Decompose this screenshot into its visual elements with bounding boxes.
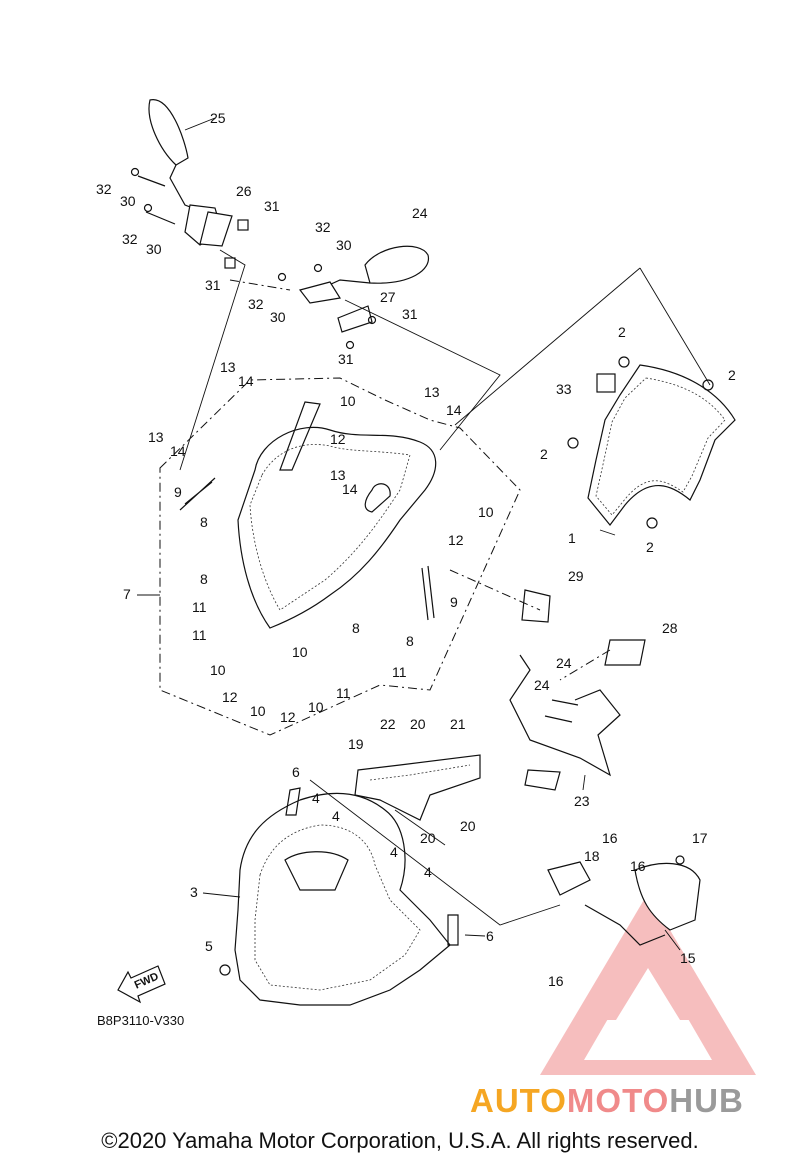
callout-20: 20 [410, 716, 426, 732]
callout-15: 15 [680, 950, 696, 966]
cowl-stay [509, 589, 646, 791]
callout-16: 16 [548, 973, 564, 989]
callout-31: 31 [338, 351, 354, 367]
mirror-left [130, 99, 249, 269]
watermark-logo [540, 893, 756, 1075]
callout-12: 12 [448, 532, 464, 548]
callout-28: 28 [662, 620, 678, 636]
callout-12: 12 [330, 431, 346, 447]
callout-33: 33 [556, 381, 572, 397]
callout-9: 9 [450, 594, 458, 610]
callout-8: 8 [406, 633, 414, 649]
callout-11: 11 [392, 664, 407, 680]
callout-31: 31 [264, 198, 280, 214]
callout-16: 16 [630, 858, 646, 874]
callout-10: 10 [210, 662, 226, 678]
callout-32: 32 [315, 219, 331, 235]
callout-27: 27 [380, 289, 396, 305]
callout-31: 31 [402, 306, 418, 322]
callout-14: 14 [170, 443, 186, 459]
watermark-text: AUTOMOTOHUB [470, 1082, 744, 1119]
callout-13: 13 [148, 429, 164, 445]
windshield [567, 356, 736, 529]
callout-18: 18 [584, 848, 600, 864]
callout-1: 1 [568, 530, 576, 546]
callout-10: 10 [478, 504, 494, 520]
callout-30: 30 [120, 193, 136, 209]
callout-29: 29 [568, 568, 584, 584]
watermark-auto: AUTO [470, 1082, 567, 1119]
callout-5: 5 [205, 938, 213, 954]
callout-11: 11 [336, 685, 351, 701]
callout-7: 7 [123, 586, 131, 602]
callout-20: 20 [420, 830, 436, 846]
callout-30: 30 [146, 241, 162, 257]
callout-25: 24 [412, 205, 428, 221]
callout-6: 6 [486, 928, 494, 944]
callout-21: 21 [450, 716, 466, 732]
callout-22: 22 [380, 716, 396, 732]
callout-2: 2 [728, 367, 736, 383]
callout-4: 4 [332, 808, 340, 824]
callout-14: 14 [342, 481, 358, 497]
callout-4: 4 [390, 844, 398, 860]
callout-31: 31 [205, 277, 221, 293]
watermark-hub: HUB [669, 1082, 744, 1119]
callout-16: 16 [602, 830, 618, 846]
callout-3: 3 [190, 884, 198, 900]
watermark-moto: MOTO [567, 1082, 669, 1119]
callout-8: 8 [200, 571, 208, 587]
callout-12: 12 [222, 689, 238, 705]
callout-17: 17 [692, 830, 708, 846]
callout-24: 24 [534, 677, 550, 693]
callout-32: 32 [96, 181, 112, 197]
callout-10: 10 [250, 703, 266, 719]
diagram-code: B8P3110-V330 [97, 1013, 184, 1028]
upper-cowl-group [159, 377, 521, 736]
callout-4: 4 [424, 864, 432, 880]
callout-8: 8 [200, 514, 208, 530]
callout-13: 13 [220, 359, 236, 375]
callout-11: 11 [192, 627, 207, 643]
copyright-notice: ©2020 Yamaha Motor Corporation, U.S.A. A… [101, 1128, 699, 1153]
callout-11: 11 [192, 599, 207, 615]
callout-30: 30 [270, 309, 286, 325]
callout-14: 14 [238, 373, 254, 389]
leader-lines [137, 117, 711, 951]
callout-30: 30 [336, 237, 352, 253]
callout-10: 10 [292, 644, 308, 660]
callout-8: 8 [352, 620, 360, 636]
svg-text:AUTOMOTOHUB: AUTOMOTOHUB [470, 1082, 744, 1119]
callout-6: 6 [292, 764, 300, 780]
mirror-right [277, 245, 430, 350]
callout-26: 25 [210, 110, 226, 126]
callout-12: 12 [280, 709, 296, 725]
callout-27: 26 [236, 183, 252, 199]
callout-2: 2 [540, 446, 548, 462]
callout-10: 10 [340, 393, 356, 409]
callout-9: 9 [174, 484, 182, 500]
callout-13: 13 [330, 467, 346, 483]
callout-2: 2 [646, 539, 654, 555]
callout-19: 19 [348, 736, 364, 752]
callout-24: 24 [556, 655, 572, 671]
lower-bracket [547, 855, 701, 946]
callout-4: 4 [312, 790, 320, 806]
callout-32: 32 [122, 231, 138, 247]
callout-labels: 25 26 31 32 30 32 30 31 24 32 30 32 30 2… [96, 110, 736, 1028]
callout-20: 20 [460, 818, 476, 834]
callout-23: 23 [574, 793, 590, 809]
callout-10: 10 [308, 699, 324, 715]
callout-14: 14 [446, 402, 462, 418]
fwd-arrow-icon [117, 965, 166, 1004]
inner-panel [354, 754, 481, 821]
callout-13: 13 [424, 384, 440, 400]
callout-2: 2 [618, 324, 626, 340]
callout-32: 32 [248, 296, 264, 312]
